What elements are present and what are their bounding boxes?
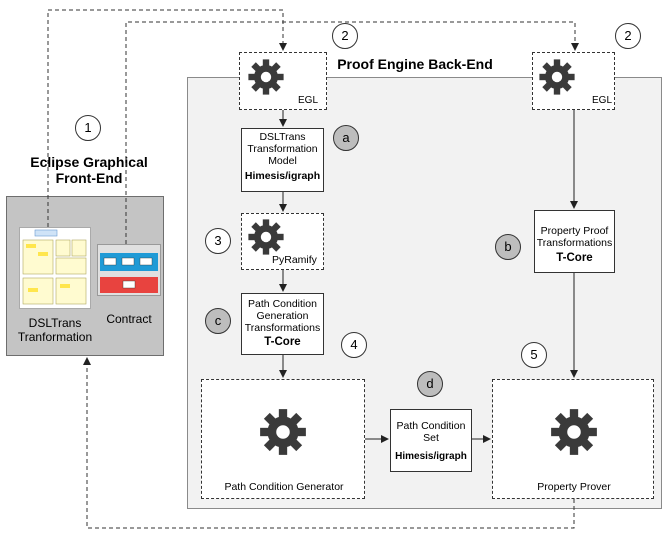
pc-trans-line3: Transformations bbox=[244, 322, 321, 334]
pc-generator-label: Path Condition Generator bbox=[224, 481, 344, 493]
step-marker-2-left: 2 bbox=[332, 23, 358, 49]
dsltrans-model-sub: Himesis/igraph bbox=[244, 170, 321, 182]
step-marker-5: 5 bbox=[521, 342, 547, 368]
dashed-connector-dsltrans-to-egl-left bbox=[47, 9, 287, 227]
path-condition-transformations-box[interactable]: Path Condition Generation Transformation… bbox=[241, 293, 324, 355]
pp-trans-sub: T-Core bbox=[556, 252, 593, 264]
contract-thumbnail-drawing bbox=[100, 253, 158, 293]
path-condition-set-box[interactable]: Path Condition Set Himesis/igraph bbox=[390, 409, 472, 472]
egl-right-box[interactable]: EGL bbox=[532, 52, 615, 110]
dsltrans-thumb-label-line1: DSLTrans bbox=[28, 316, 82, 330]
step-marker-1: 1 bbox=[75, 115, 101, 141]
letter-marker-a: a bbox=[333, 125, 359, 151]
pp-trans-line1: Property Proof bbox=[540, 225, 609, 237]
frontend-title-line2: Front-End bbox=[55, 170, 123, 186]
contract-thumbnail[interactable] bbox=[97, 244, 161, 296]
egl-left-label: EGL bbox=[298, 95, 319, 106]
dsltrans-model-line2: Transformation bbox=[247, 143, 318, 155]
step-marker-2-right: 2 bbox=[615, 23, 641, 49]
dsltrans-model-line1: DSLTrans bbox=[259, 131, 306, 143]
letter-marker-c: c bbox=[205, 308, 231, 334]
backend-title: Proof Engine Back-End bbox=[337, 56, 493, 72]
property-proof-transformations-box[interactable]: Property Proof Transformations T-Core bbox=[534, 210, 615, 273]
pyramify-box[interactable]: PyRamify bbox=[241, 213, 324, 270]
pc-trans-line2: Generation bbox=[256, 310, 309, 322]
dashed-connector-prover-to-frontend bbox=[83, 357, 575, 529]
path-condition-generator-box[interactable]: Path Condition Generator bbox=[201, 379, 365, 499]
egl-left-box[interactable]: EGL bbox=[239, 52, 327, 110]
dsltrans-transformation-model-box[interactable]: DSLTrans Transformation Model Himesis/ig… bbox=[241, 128, 324, 192]
property-prover-box[interactable]: Property Prover bbox=[492, 379, 654, 499]
pc-trans-line1: Path Condition bbox=[248, 298, 317, 310]
pc-set-line1: Path Condition bbox=[396, 420, 466, 432]
frontend-title-line1: Eclipse Graphical bbox=[30, 154, 148, 170]
dsltrans-thumbnail-drawing bbox=[22, 229, 87, 305]
pc-set-sub: Himesis/igraph bbox=[395, 451, 467, 462]
contract-thumb-label: Contract bbox=[106, 312, 152, 326]
step-marker-4: 4 bbox=[341, 332, 367, 358]
egl-right-label: EGL bbox=[592, 95, 613, 106]
dsltrans-model-line3: Model bbox=[268, 155, 297, 167]
dsltrans-thumb-label-line2: Tranformation bbox=[17, 330, 93, 344]
pyramify-label: PyRamify bbox=[272, 254, 317, 266]
property-prover-label: Property Prover bbox=[537, 481, 611, 493]
pc-trans-sub: T-Core bbox=[264, 336, 301, 348]
letter-marker-b: b bbox=[495, 234, 521, 260]
pp-trans-line2: Transformations bbox=[536, 237, 613, 249]
dsltrans-thumbnail[interactable] bbox=[19, 227, 91, 309]
letter-marker-d: d bbox=[417, 371, 443, 397]
pc-set-line2: Set bbox=[423, 432, 439, 444]
step-marker-3: 3 bbox=[205, 228, 231, 254]
